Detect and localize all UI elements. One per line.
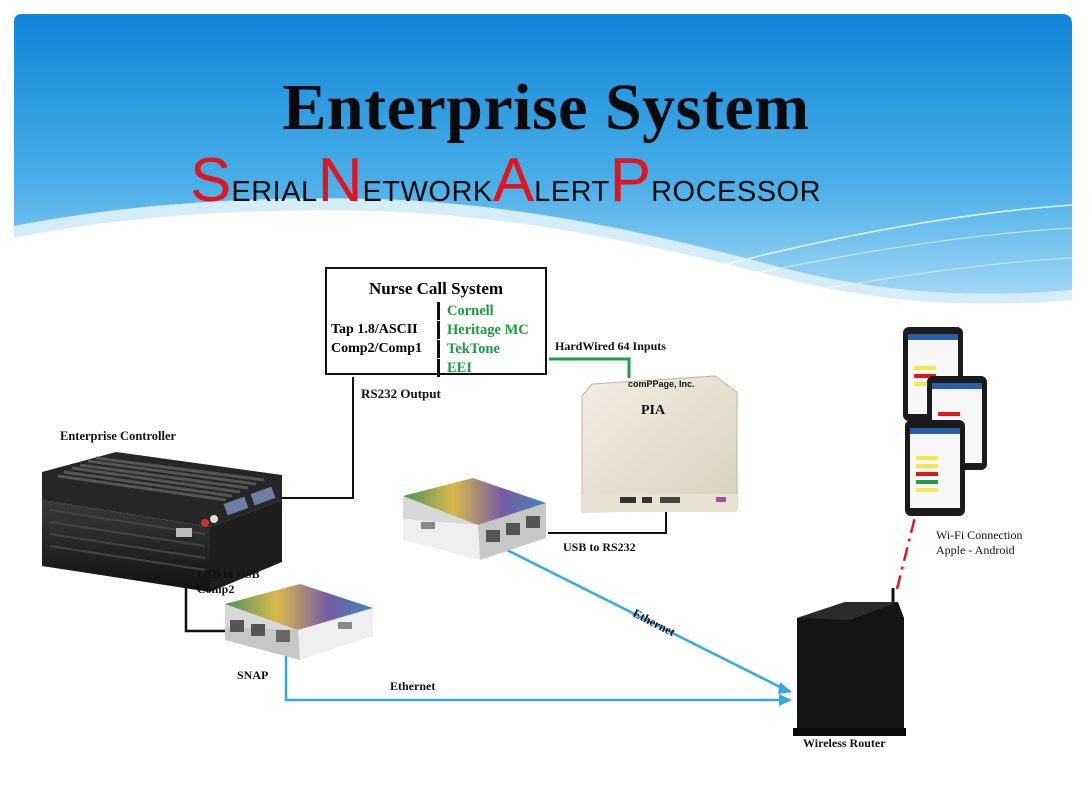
nurse-call-system-box: Nurse Call System Tap 1.8/ASCII Comp2/Co…	[325, 267, 547, 377]
wireless-router-icon	[793, 588, 906, 736]
vendor-item: Heritage MC	[437, 321, 529, 339]
subtitle-rest-a: LERT	[534, 176, 610, 208]
rs232-output-label: RS232 Output	[361, 386, 441, 401]
enterprise-controller-icon	[42, 452, 282, 592]
nurse-call-vendors: Cornell Heritage MC TekTone EEI	[437, 302, 529, 377]
protocol-item: Comp2/Comp1	[331, 341, 423, 356]
page-title: Enterprise System	[282, 71, 810, 144]
wifi-line1: Wi-Fi Connection	[936, 528, 1023, 542]
usb-to-usb-label: USB to USB Comp2	[197, 567, 260, 597]
hardwired-inputs-label: HardWired 64 Inputs	[555, 339, 666, 353]
usb-rs232-line	[548, 505, 667, 534]
ethernet-bottom-label: Ethernet	[390, 679, 436, 693]
wifi-signal-line	[895, 504, 920, 590]
nurse-call-protocols: Tap 1.8/ASCII Comp2/Comp1	[331, 320, 422, 358]
subtitle-cap-n: N	[317, 146, 363, 215]
usb-to-usb-line2: Comp2	[197, 582, 235, 596]
ethernet-diag-line	[498, 544, 791, 694]
vendor-item: TekTone	[437, 340, 529, 358]
snap-label: SNAP	[237, 668, 269, 682]
snap-device-icon	[403, 478, 546, 560]
wifi-connection-label: Wi-Fi Connection Apple - Android	[936, 528, 1023, 558]
subtitle-cap-p: P	[609, 146, 652, 215]
smartphone-icon	[905, 420, 965, 516]
usb-to-rs232-label: USB to RS232	[563, 540, 636, 554]
subtitle-cap-s: S	[190, 146, 232, 215]
hardwired-line	[549, 357, 631, 378]
ethernet-bottom-line	[284, 648, 790, 702]
subtitle-rest-n: ETWORK	[362, 176, 493, 208]
enterprise-controller-label: Enterprise Controller	[60, 429, 177, 443]
pia-label: PIA	[641, 403, 666, 418]
snap-device-icon	[225, 584, 373, 660]
vendor-item: EEI	[437, 359, 529, 377]
header-banner	[14, 14, 1073, 304]
protocol-item: Tap 1.8/ASCII	[331, 322, 418, 337]
wireless-router-label: Wireless Router	[803, 736, 886, 750]
vendor-item: Cornell	[437, 302, 529, 320]
pia-brand-label: comPPage, Inc.	[628, 379, 695, 389]
page-subtitle: SERIALNETWORKALERTPROCESSOR	[190, 150, 821, 212]
pia-device-icon	[581, 375, 738, 513]
subtitle-rest-s: ERIAL	[231, 176, 318, 208]
wifi-line2: Apple - Android	[936, 543, 1015, 557]
usb-to-usb-line1: USB to USB	[197, 567, 260, 581]
nurse-call-title: Nurse Call System	[368, 279, 504, 298]
subtitle-rest-p: ROCESSOR	[651, 176, 822, 208]
subtitle-cap-a: A	[492, 146, 535, 215]
rs232-line	[272, 377, 354, 499]
